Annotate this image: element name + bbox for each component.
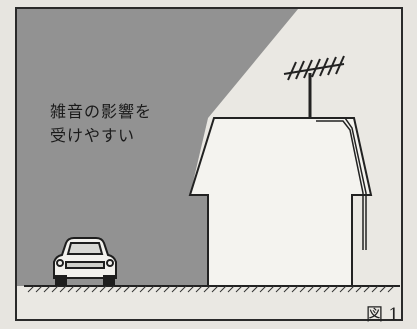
- feeder-cable: [312, 117, 367, 250]
- house: [188, 117, 373, 287]
- shaded-noise-area-tone: [17, 9, 298, 286]
- figure-number: 図 1: [366, 305, 400, 325]
- car-icon: [53, 237, 117, 286]
- shaded-noise-area: [17, 9, 298, 286]
- ground-hatch: [27, 285, 395, 293]
- noise-annotation: 雑音の影響を 受けやすい: [50, 100, 152, 148]
- house-outline: [188, 117, 373, 287]
- annotation-line-1: 雑音の影響を: [50, 102, 153, 121]
- annotation-line-2: 受けやすい: [50, 126, 136, 145]
- antenna-icon: [283, 55, 345, 81]
